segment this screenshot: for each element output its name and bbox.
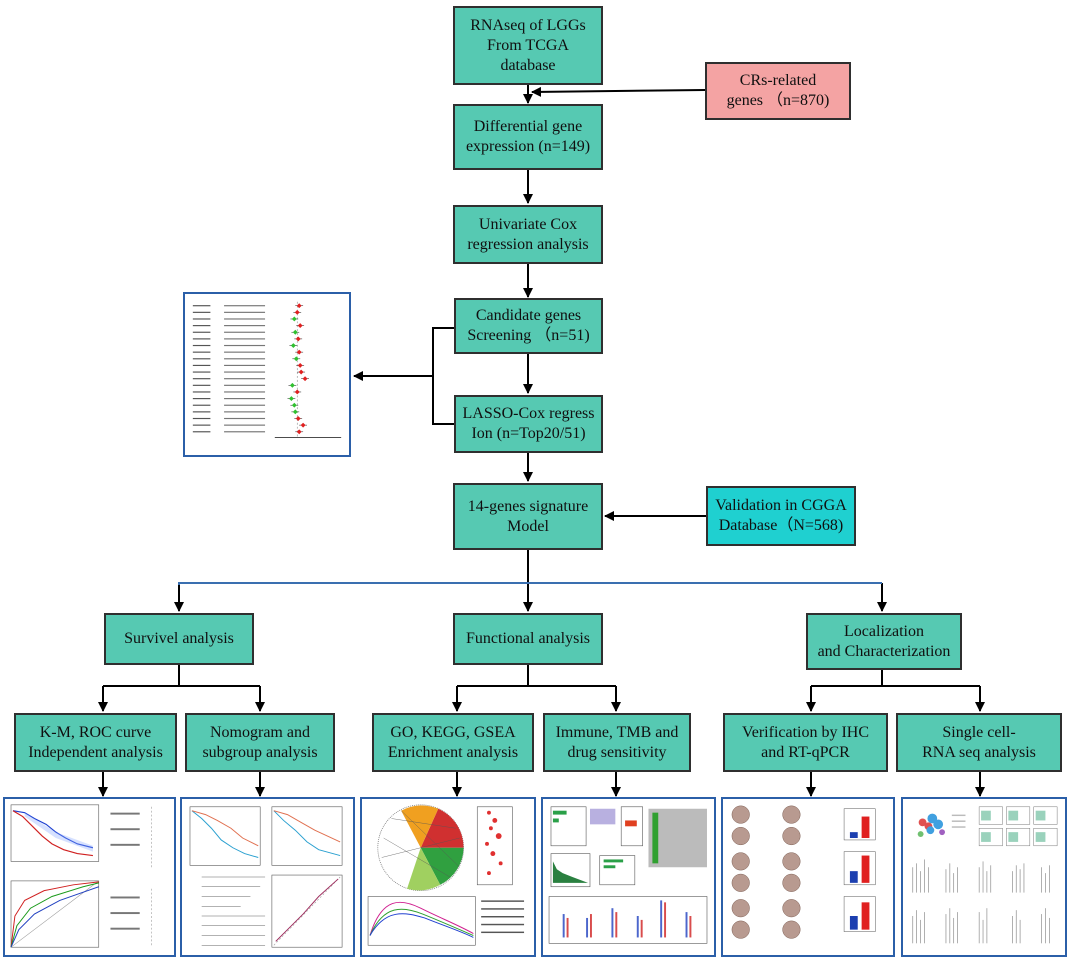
node-label-line: Independent analysis: [28, 743, 163, 761]
node-label-line: genes （n=870): [726, 92, 830, 109]
nomogram-thumbnail: [180, 797, 355, 957]
node-label-line: Database（N=568): [718, 517, 844, 534]
node-functional-analysis: Functional analysis: [453, 613, 603, 665]
node-label-line: Enrichment analysis: [387, 743, 519, 761]
node-go-kegg: GO, KEGG, GSEA Enrichment analysis: [372, 713, 534, 772]
node-validation-cgga: Validation in CGGA Database（N=568): [706, 486, 856, 546]
node-label-line: Validation in CGGA: [715, 497, 847, 514]
node-crs-genes: CRs-related genes （n=870): [705, 62, 851, 120]
node-label-line: expression (n=149): [465, 138, 591, 155]
node-label-line: RNAseq of LGGs: [470, 16, 586, 34]
node-label-line: Nomogram and: [210, 723, 310, 741]
enrichment-thumbnail: [360, 797, 536, 957]
node-immune-tmb: Immune, TMB and drug sensitivity: [543, 713, 691, 772]
node-label-line: regression analysis: [467, 235, 589, 253]
node-ihc-qpcr: Verification by IHC and RT-qPCR: [723, 713, 888, 772]
node-label-line: and Characterization: [817, 642, 951, 660]
node-label-line: RNA seq analysis: [922, 743, 1036, 761]
node-label-line: Localization: [844, 622, 924, 640]
node-univariate-cox: Univariate Cox regression analysis: [453, 205, 603, 264]
node-label-line: 14-genes signature: [467, 497, 589, 515]
node-label-line: GO, KEGG, GSEA: [390, 723, 516, 741]
node-label-line: Ion (n=Top20/51): [471, 425, 586, 442]
node-label-line: Survivel analysis: [124, 630, 234, 647]
node-label-line: From TCGA: [487, 36, 569, 54]
node-label-line: Differential gene: [473, 118, 583, 135]
node-label-line: Immune, TMB and: [555, 723, 679, 741]
node-label-line: LASSO-Cox regress: [462, 405, 595, 422]
bracket-candidate-lasso: [432, 327, 454, 425]
node-label-line: drug sensitivity: [567, 743, 667, 761]
node-nomogram: Nomogram and subgroup analysis: [185, 713, 335, 772]
node-single-cell: Single cell- RNA seq analysis: [896, 713, 1062, 772]
node-label-line: Functional analysis: [466, 630, 590, 647]
node-label-line: Model: [507, 517, 549, 535]
ihc-qpcr-thumbnail: [721, 797, 895, 957]
node-label-line: CRs-related: [739, 72, 817, 89]
km-roc-thumbnail: [3, 797, 176, 957]
node-label-line: Candidate genes: [475, 307, 582, 324]
node-label-line: subgroup analysis: [202, 743, 318, 761]
arrow-crs-diff: [531, 86, 706, 97]
node-survival-analysis: Survivel analysis: [104, 613, 254, 665]
node-label-line: Single cell-: [942, 723, 1016, 741]
node-label-line: Screening （n=51): [467, 327, 590, 344]
immune-tmb-thumbnail: [541, 797, 716, 957]
node-label-line: Verification by IHC: [741, 723, 870, 741]
node-label-line: database: [500, 56, 556, 74]
branch-line: [178, 582, 882, 585]
node-label-line: and RT-qPCR: [761, 743, 850, 761]
node-localization: Localization and Characterization: [806, 613, 962, 670]
node-label-line: Univariate Cox: [478, 215, 578, 233]
node-differential-expression: Differential gene expression (n=149): [453, 104, 603, 170]
forest-plot-thumbnail: [183, 292, 351, 457]
single-cell-thumbnail: [901, 797, 1067, 957]
node-label-line: K-M, ROC curve: [39, 723, 152, 741]
